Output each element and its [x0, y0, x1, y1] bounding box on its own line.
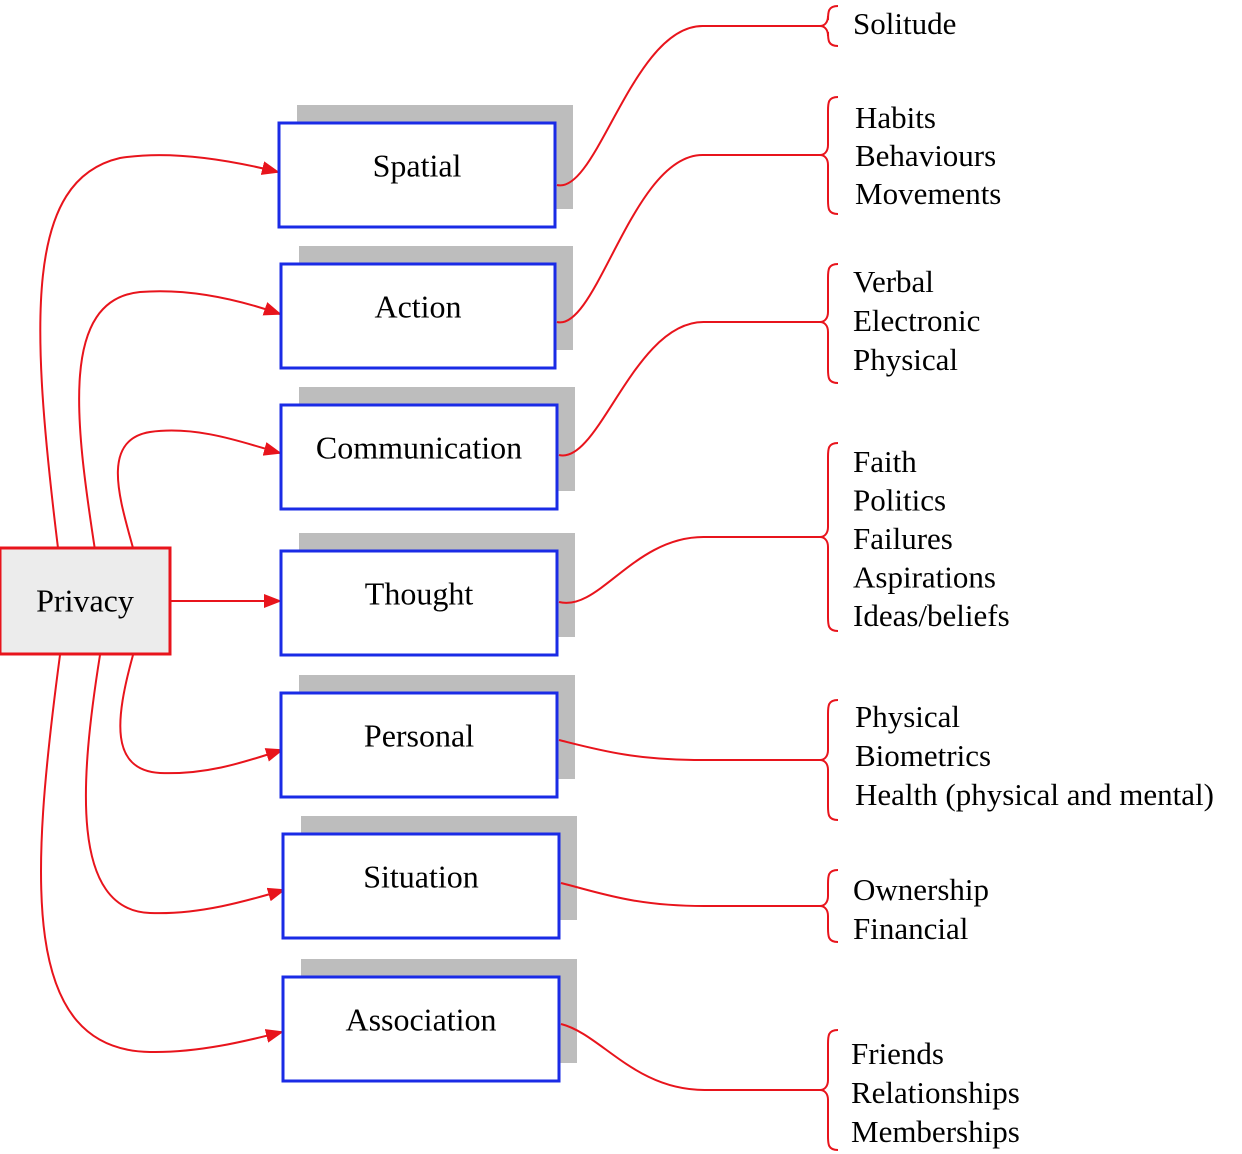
category-box	[277, 121, 557, 229]
detail-item: Solitude	[853, 6, 956, 41]
brace-spatial	[819, 5, 839, 47]
arrow-to-personal	[119, 654, 284, 775]
root-node: Privacy	[0, 546, 172, 656]
brace-personal	[819, 699, 839, 821]
category-communication: Communication	[279, 387, 575, 511]
category-personal: Personal	[279, 675, 575, 799]
category-label: Action	[374, 288, 461, 324]
arrow-to-action	[78, 290, 282, 551]
brace-association	[819, 1029, 839, 1151]
brace-communication	[819, 263, 839, 384]
connector-association	[560, 1023, 820, 1092]
root-connectors	[39, 154, 286, 1054]
detail-item: Politics	[853, 483, 946, 518]
detail-item: Financial	[853, 911, 968, 946]
detail-item: Verbal	[853, 264, 934, 299]
details-spatial: Solitude	[556, 5, 956, 187]
connector-communication	[558, 320, 820, 457]
category-box	[281, 832, 561, 940]
detail-item: Faith	[853, 444, 917, 479]
detail-item: Relationships	[851, 1075, 1020, 1110]
arrow-to-spatial	[39, 154, 280, 549]
category-box	[279, 262, 557, 370]
category-label: Personal	[364, 717, 474, 753]
detail-item: Failures	[853, 521, 953, 556]
detail-item: Memberships	[851, 1114, 1020, 1149]
category-label: Association	[345, 1001, 496, 1037]
category-thought: Thought	[279, 533, 575, 657]
detail-item: Physical	[855, 699, 960, 734]
category-action: Action	[279, 246, 573, 370]
detail-item: Habits	[855, 100, 936, 135]
detail-item: Electronic	[853, 303, 980, 338]
category-box	[279, 691, 559, 799]
category-label: Spatial	[373, 147, 462, 183]
arrow-to-association	[40, 654, 284, 1054]
category-box	[279, 403, 559, 511]
detail-item: Health (physical and mental)	[855, 777, 1214, 812]
connector-thought	[558, 535, 820, 604]
connector-situation	[560, 882, 820, 907]
arrow-to-situation	[84, 654, 286, 915]
category-box	[281, 975, 561, 1083]
root-label: Privacy	[36, 582, 134, 618]
details-thought: FaithPoliticsFailuresAspirationsIdeas/be…	[558, 442, 1010, 633]
category-label: Communication	[316, 429, 522, 465]
brace-situation	[819, 869, 839, 943]
brace-thought	[819, 442, 839, 632]
category-association: Association	[281, 959, 577, 1083]
category-label: Situation	[363, 858, 479, 894]
connector-action	[556, 153, 820, 324]
detail-item: Friends	[851, 1036, 944, 1071]
detail-groups: SolitudeHabitsBehavioursMovementsVerbalE…	[556, 5, 1214, 1151]
category-box	[279, 549, 559, 657]
category-boxes: SpatialActionCommunicationThoughtPersona…	[277, 105, 577, 1083]
detail-item: Ideas/beliefs	[853, 598, 1010, 633]
detail-item: Physical	[853, 342, 958, 377]
arrow-to-communication	[116, 429, 282, 549]
root-box	[0, 546, 172, 656]
detail-item: Movements	[855, 176, 1001, 211]
category-label: Thought	[365, 575, 474, 611]
detail-item: Aspirations	[853, 560, 996, 595]
detail-item: Biometrics	[855, 738, 991, 773]
connector-personal	[558, 739, 820, 762]
brace-action	[819, 96, 839, 215]
connector-spatial	[556, 24, 820, 187]
detail-item: Behaviours	[855, 138, 996, 173]
category-spatial: Spatial	[277, 105, 573, 229]
category-situation: Situation	[281, 816, 577, 940]
detail-item: Ownership	[853, 872, 989, 907]
